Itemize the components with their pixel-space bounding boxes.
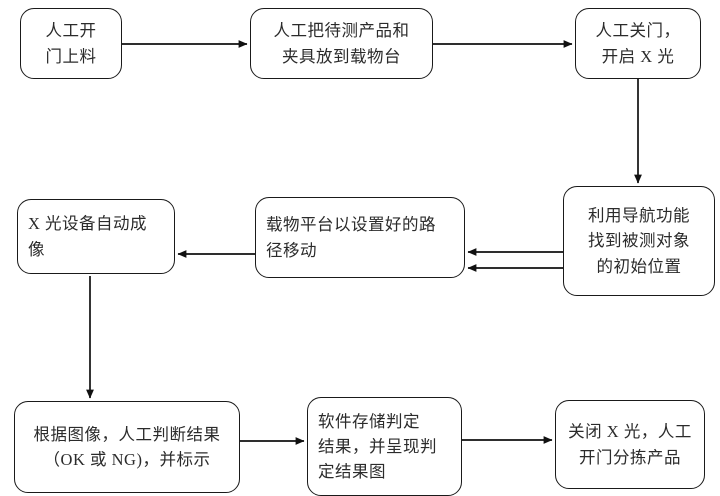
node-software-store-result[interactable]: 软件存储判定 结果，并呈现判 定结果图	[307, 397, 462, 496]
node-label: 软件存储判定 结果，并呈现判 定结果图	[318, 411, 437, 482]
node-close-xray-sort-product[interactable]: 关闭 X 光，人工 开门分拣产品	[555, 400, 705, 489]
node-navigate-find-initial-position[interactable]: 利用导航功能 找到被测对象 的初始位置	[563, 186, 715, 296]
node-manual-judge-result[interactable]: 根据图像，人工判断结果 （OK 或 NG)，并标示	[14, 401, 240, 493]
node-manual-open-door-load[interactable]: 人工开 门上料	[20, 8, 122, 79]
node-label: 载物平台以设置好的路 径移动	[266, 215, 436, 260]
node-place-product-fixture[interactable]: 人工把待测产品和 夹具放到载物台	[250, 8, 433, 79]
node-label: 人工关门， 开启 X 光	[595, 21, 681, 66]
node-label: 关闭 X 光，人工 开门分拣产品	[568, 422, 692, 467]
node-label: 人工开 门上料	[45, 21, 97, 66]
node-label: 根据图像，人工判断结果 （OK 或 NG)，并标示	[33, 424, 221, 469]
node-label: X 光设备自动成 像	[28, 214, 148, 259]
node-stage-moves-preset-path[interactable]: 载物平台以设置好的路 径移动	[255, 197, 465, 278]
node-label: 利用导航功能 找到被测对象 的初始位置	[588, 206, 690, 276]
node-close-door-start-xray[interactable]: 人工关门， 开启 X 光	[575, 8, 701, 79]
node-xray-auto-imaging[interactable]: X 光设备自动成 像	[17, 199, 175, 274]
node-label: 人工把待测产品和 夹具放到载物台	[273, 21, 410, 66]
